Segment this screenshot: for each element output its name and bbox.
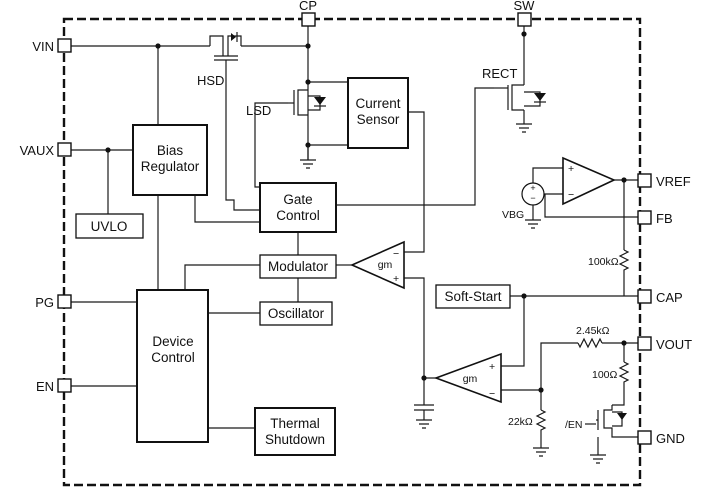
uvlo-block <box>75 213 144 239</box>
oscillator-label: Oscillator <box>268 306 325 321</box>
pin-pg-label: PG <box>35 295 54 310</box>
gm-amplifier-top: gm − + <box>350 240 405 290</box>
gm-top-minus: − <box>393 248 399 260</box>
pin-gnd-label: GND <box>656 431 685 446</box>
pin-vout <box>637 336 652 351</box>
thermal-shutdown-block <box>254 407 336 456</box>
pin-sw <box>517 12 532 27</box>
pin-vin <box>57 38 72 53</box>
device-control-label-1: Device <box>152 334 193 349</box>
resistor-100 <box>618 361 630 384</box>
thermal-shutdown-label-2: Shutdown <box>265 432 325 447</box>
gate-control-label-2: Control <box>276 208 320 223</box>
resistor-22k-label: 22kΩ <box>508 416 533 428</box>
uvlo-label: UVLO <box>91 219 128 234</box>
pin-fb <box>637 210 652 225</box>
resistor-100k <box>618 249 630 272</box>
vref-amp-plus: + <box>568 163 574 175</box>
pin-vref <box>637 173 652 188</box>
ground-symbols <box>300 123 606 464</box>
vref-amp-minus: − <box>568 189 574 201</box>
vbg-reference-source: + − <box>521 182 545 213</box>
rect-label: RECT <box>482 66 517 81</box>
thermal-shutdown-label-1: Thermal <box>270 416 320 431</box>
resistor-100-label: 100Ω <box>592 369 618 381</box>
vref-amplifier: + − <box>562 156 616 206</box>
modulator-label: Modulator <box>268 259 329 274</box>
bias-regulator-label-1: Bias <box>157 143 184 158</box>
soft-start-block <box>435 284 511 309</box>
svg-text:−: − <box>530 193 535 203</box>
oscillator-block <box>259 301 333 326</box>
gate-control-label-1: Gate <box>283 192 312 207</box>
gm-bottom-label: gm <box>463 373 478 385</box>
soft-start-label: Soft-Start <box>444 289 501 304</box>
current-sensor-block <box>347 77 409 149</box>
gm-bottom-minus: − <box>489 388 495 400</box>
en-bar-label: /EN <box>565 419 583 431</box>
pin-vin-label: VIN <box>32 39 54 54</box>
resistor-100k-label: 100kΩ <box>588 256 619 268</box>
modulator-block <box>259 254 337 279</box>
gate-control-block <box>259 182 337 233</box>
current-sensor-label-1: Current <box>355 96 400 111</box>
pin-gnd <box>637 430 652 445</box>
lsd-transistor <box>288 89 326 116</box>
pin-cp-label: CP <box>299 0 317 13</box>
pin-vout-label: VOUT <box>656 337 692 352</box>
pin-fb-label: FB <box>656 211 673 226</box>
pin-vaux-label: VAUX <box>20 143 55 158</box>
pin-vref-label: VREF <box>656 174 691 189</box>
en-switch-transistor <box>596 405 627 432</box>
pin-cp <box>301 12 316 27</box>
device-control-block <box>136 289 209 443</box>
gm-amplifier-bottom: gm + − <box>433 352 502 404</box>
pin-cap <box>637 289 652 304</box>
pin-pg <box>57 294 72 309</box>
device-control-label-2: Control <box>151 350 195 365</box>
pin-cap-label: CAP <box>656 290 683 305</box>
hsd-label: HSD <box>197 73 224 88</box>
pin-vaux <box>57 142 72 157</box>
resistor-22k <box>535 409 547 432</box>
lsd-label: LSD <box>246 103 271 118</box>
current-sensor-label-2: Sensor <box>357 112 400 127</box>
pin-en <box>57 378 72 393</box>
pin-sw-label: SW <box>514 0 536 13</box>
resistor-2-45k-label: 2.45kΩ <box>576 325 610 337</box>
gm-top-plus: + <box>393 273 399 285</box>
resistor-2-45k <box>577 337 603 349</box>
vbg-label: VBG <box>502 209 524 221</box>
hsd-transistor <box>209 32 242 61</box>
rect-transistor <box>494 84 546 111</box>
bias-regulator-block <box>132 124 208 196</box>
chip-boundary <box>62 17 642 487</box>
pin-en-label: EN <box>36 379 54 394</box>
gm-top-label: gm <box>378 259 393 271</box>
bias-regulator-label-2: Regulator <box>141 159 200 174</box>
svg-text:+: + <box>530 183 535 193</box>
gm-bottom-plus: + <box>489 361 495 373</box>
